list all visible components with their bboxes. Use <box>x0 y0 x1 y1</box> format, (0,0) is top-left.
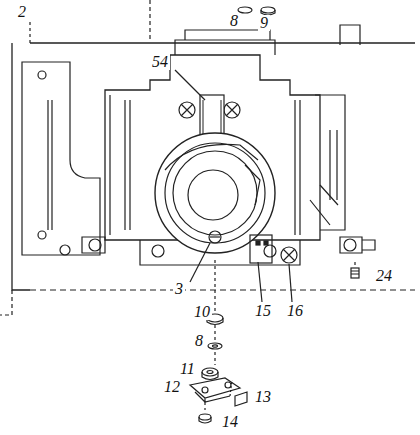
callout-number: 9 <box>258 15 270 31</box>
callout-number: 16 <box>285 303 305 319</box>
callout-number: 15 <box>253 303 273 319</box>
callout-number: 54 <box>150 54 170 70</box>
callout-number: 24 <box>374 268 394 284</box>
callout-number: 13 <box>253 389 273 405</box>
callout-number: 8 <box>193 333 205 349</box>
callout-number: 10 <box>192 304 212 320</box>
callout-number: 8 <box>228 13 240 29</box>
callout-number: 11 <box>178 361 197 377</box>
callout-number: 3 <box>173 281 185 297</box>
callout-number: 2 <box>16 4 28 20</box>
callout-number: 12 <box>162 379 182 395</box>
callout-number: 14 <box>220 414 240 430</box>
